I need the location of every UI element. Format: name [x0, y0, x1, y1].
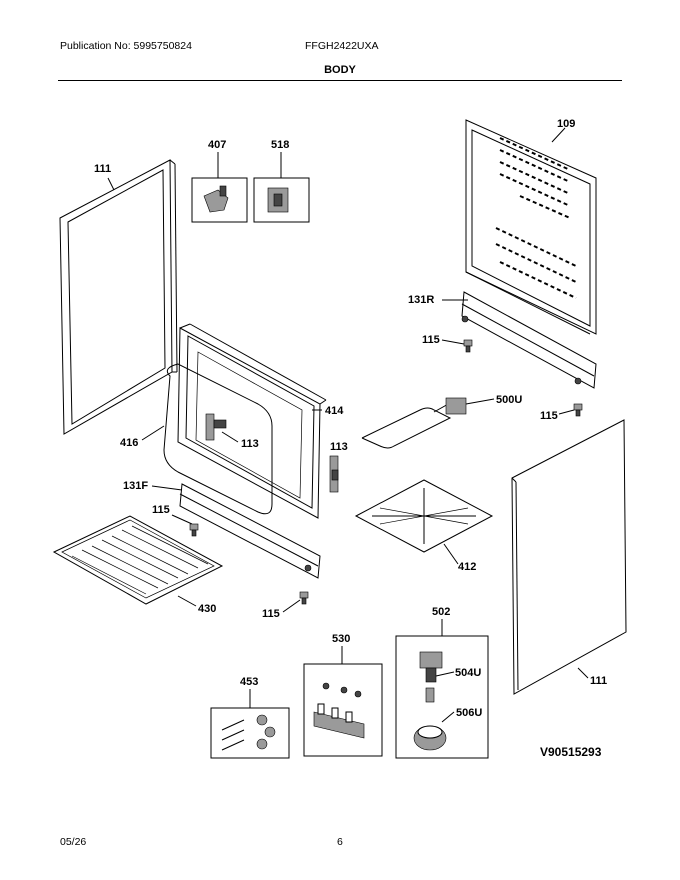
front-rail-131F: [179, 483, 321, 579]
leader-416: [141, 425, 165, 441]
leveling-leg-115-b: [573, 403, 583, 417]
callout-111-right: 111: [590, 675, 607, 687]
callout-131F: 131F: [123, 480, 148, 492]
part-530-box: [303, 663, 383, 757]
hinge-113-left: [205, 413, 227, 441]
callout-502: 502: [432, 606, 450, 618]
leader-115-c: [171, 514, 193, 525]
leader-412: [443, 543, 459, 565]
leader-115-d: [282, 599, 301, 613]
leader-131F: [151, 485, 183, 491]
callout-113-a: 113: [241, 438, 259, 450]
leader-109: [551, 127, 566, 143]
leader-500U: [465, 398, 495, 405]
callout-115-d: 115: [262, 608, 280, 620]
callout-113-b: 113: [330, 441, 348, 453]
callout-109: 109: [557, 118, 575, 130]
callout-414: 414: [325, 405, 344, 417]
callout-416: 416: [120, 437, 138, 449]
leveling-leg-115-d: [299, 591, 309, 605]
callout-430: 430: [198, 603, 216, 615]
leader-111-right: [577, 667, 589, 679]
callout-518: 518: [271, 139, 289, 151]
diagram-id: V90515293: [540, 745, 602, 759]
header-divider: [58, 80, 622, 81]
leader-430: [177, 595, 197, 607]
leader-113-a: [221, 431, 239, 443]
left-side-panel: [59, 159, 178, 435]
hinge-113-right: [329, 455, 339, 493]
section-title: BODY: [324, 64, 356, 76]
callout-115-b: 115: [540, 410, 558, 422]
broiler-baffle: [354, 479, 494, 553]
leader-506U: [441, 711, 455, 723]
leader-111-left: [107, 177, 115, 191]
oven-door-gasket: [163, 363, 273, 515]
part-407-box: [191, 177, 248, 223]
part-453-box: [210, 707, 290, 759]
leader-504U: [435, 671, 455, 677]
oven-rack: [52, 515, 224, 605]
callout-407: 407: [208, 139, 226, 151]
model-number: FFGH2422UXA: [305, 40, 379, 52]
callout-111-left: 111: [94, 163, 111, 175]
callout-115-c: 115: [152, 504, 170, 516]
callout-131R: 131R: [408, 294, 434, 306]
oven-liner-frame: [177, 323, 327, 519]
callout-506U: 506U: [456, 707, 482, 719]
footer-date: 05/26: [60, 836, 87, 848]
leader-115-a: [441, 339, 465, 345]
rear-rail-131R: [461, 291, 597, 389]
leveling-leg-115-c: [189, 523, 199, 537]
leader-115-b: [558, 409, 575, 415]
callout-530: 530: [332, 633, 350, 645]
callout-115-a: 115: [422, 334, 440, 346]
callout-504U: 504U: [455, 667, 481, 679]
part-518-box: [253, 177, 310, 223]
callout-412: 412: [458, 561, 476, 573]
callout-500U: 500U: [496, 394, 522, 406]
callout-453: 453: [240, 676, 258, 688]
back-panel: [465, 119, 597, 335]
footer-page-number: 6: [337, 836, 343, 848]
broil-element: [361, 397, 467, 449]
publication-number: Publication No: 5995750824: [60, 40, 192, 52]
right-side-panel: [511, 419, 627, 695]
part-502-box: [395, 635, 489, 759]
leveling-leg-115-a: [463, 339, 473, 353]
